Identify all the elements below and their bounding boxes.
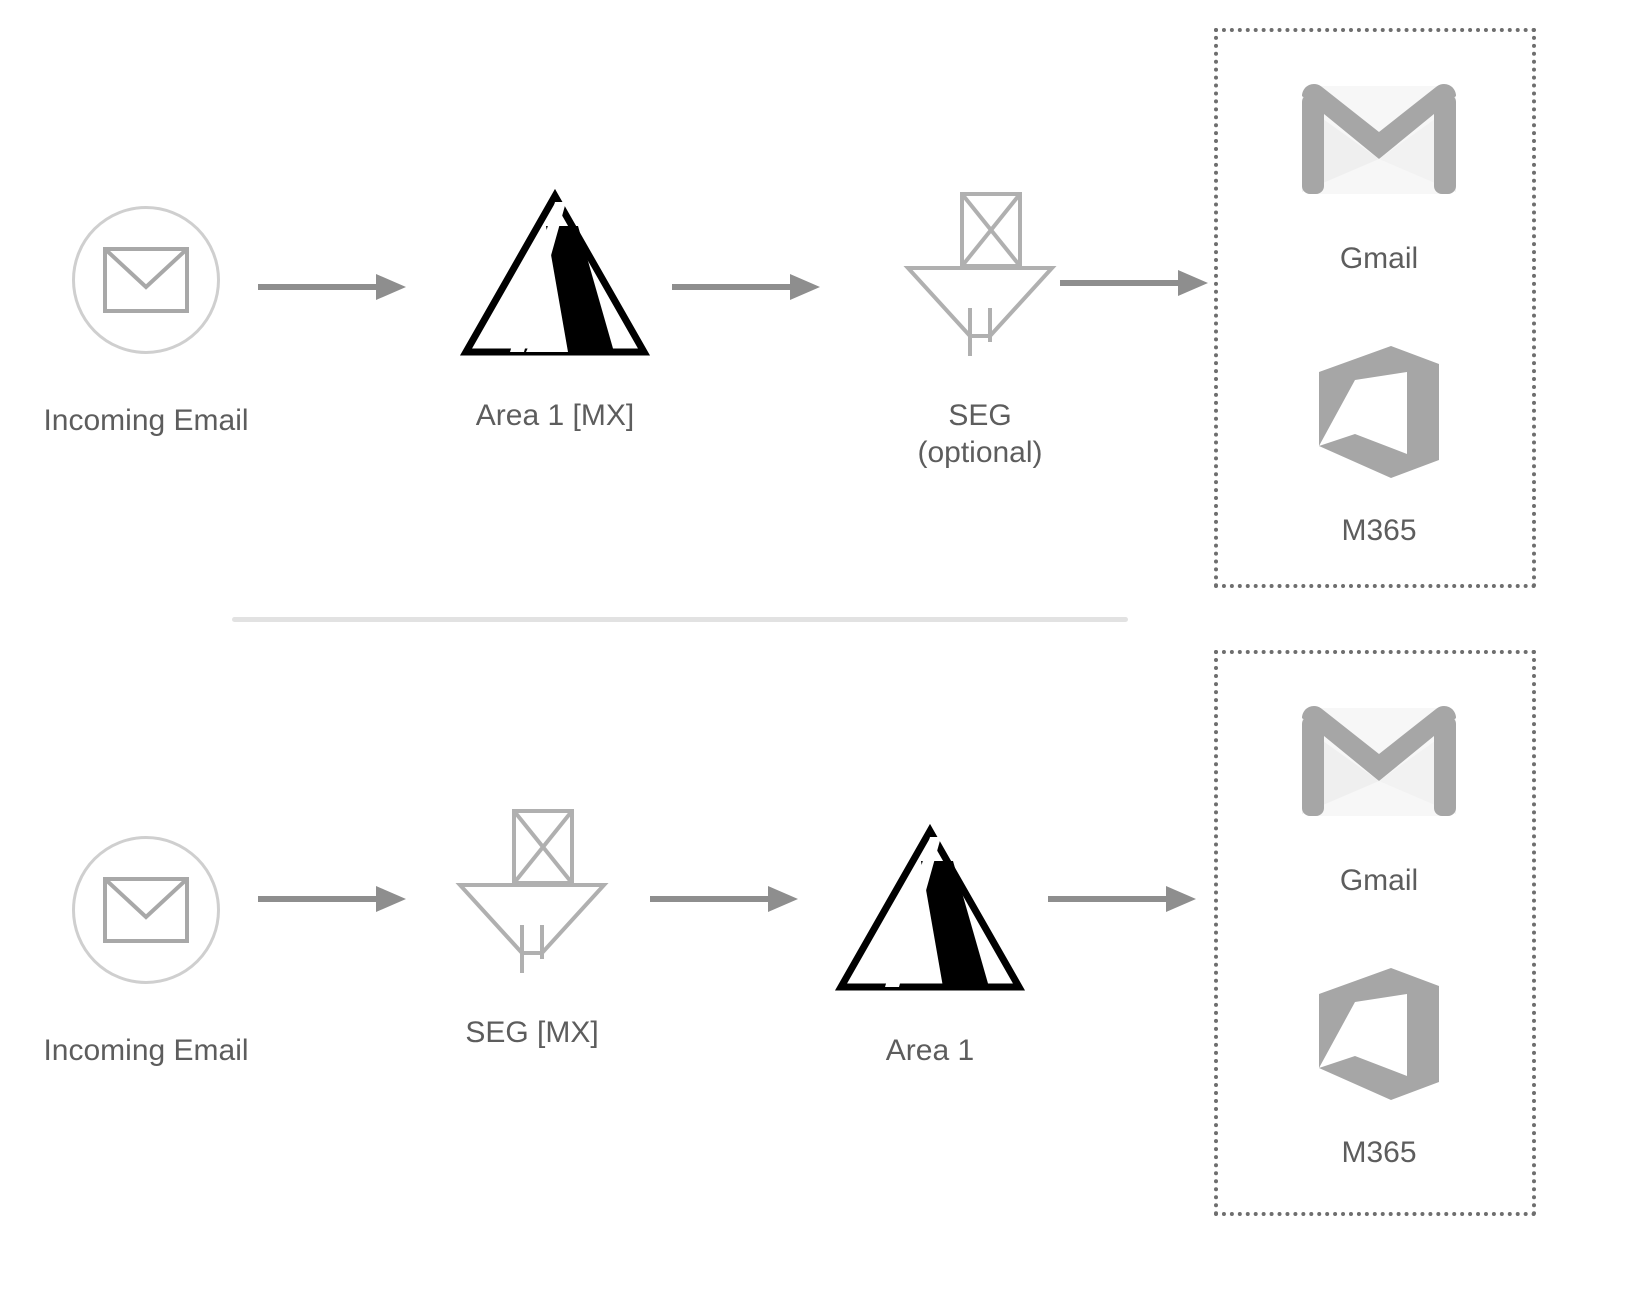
destination-item-m365[interactable]: M365 (1218, 332, 1540, 548)
m365-logo (1218, 954, 1540, 1114)
arrow-right-icon (258, 884, 406, 914)
destination-item-gmail[interactable]: Gmail (1218, 682, 1540, 898)
arrow-right-icon (672, 272, 820, 302)
destination-item-m365[interactable]: M365 (1218, 954, 1540, 1170)
destination-item-gmail[interactable]: Gmail (1218, 60, 1540, 276)
stage-label: SEG [MX] (465, 1016, 599, 1049)
stage-incoming-email-2[interactable]: Incoming Email (0, 810, 296, 1069)
stage-seg-mx[interactable]: SEG [MX] (382, 792, 682, 1051)
m365-logo (1218, 332, 1540, 492)
destination-label: Gmail (1339, 864, 1419, 897)
destination-label: M365 (1341, 1136, 1417, 1169)
arrow-right-icon (650, 884, 798, 914)
stage-label: Incoming Email (43, 1034, 249, 1067)
destination-label: M365 (1341, 514, 1417, 547)
stage-label: SEG (optional) (917, 399, 1043, 469)
stage-area1[interactable]: Area 1 (780, 810, 1080, 1069)
stage-label: Area 1 [MX] (475, 399, 635, 432)
area1-triangle-logo (780, 810, 1080, 1010)
envelope-in-circle-icon (0, 180, 296, 380)
area1-triangle-logo (405, 175, 705, 375)
stage-seg-optional[interactable]: SEG (optional) (830, 175, 1130, 471)
arrow-right-icon (1060, 268, 1208, 298)
flow-row-top: Incoming Email Area 1 [MX] (0, 10, 1642, 610)
flow-row-bottom: Incoming Email SEG [MX] (0, 640, 1642, 1240)
destination-box-bottom: Gmail M365 (1214, 650, 1536, 1216)
seg-funnel-icon (382, 792, 682, 992)
stage-area1-mx[interactable]: Area 1 [MX] (405, 175, 705, 434)
destination-label: Gmail (1339, 242, 1419, 275)
arrow-right-icon (258, 272, 406, 302)
gmail-logo (1218, 60, 1540, 220)
destination-box-top: Gmail M365 (1214, 28, 1536, 588)
section-divider (232, 617, 1128, 622)
envelope-in-circle-icon (0, 810, 296, 1010)
arrow-right-icon (1048, 884, 1196, 914)
gmail-logo (1218, 682, 1540, 842)
stage-label: Area 1 (885, 1034, 975, 1067)
stage-label: Incoming Email (43, 404, 249, 437)
seg-funnel-icon (830, 175, 1130, 375)
stage-incoming-email[interactable]: Incoming Email (0, 180, 296, 439)
